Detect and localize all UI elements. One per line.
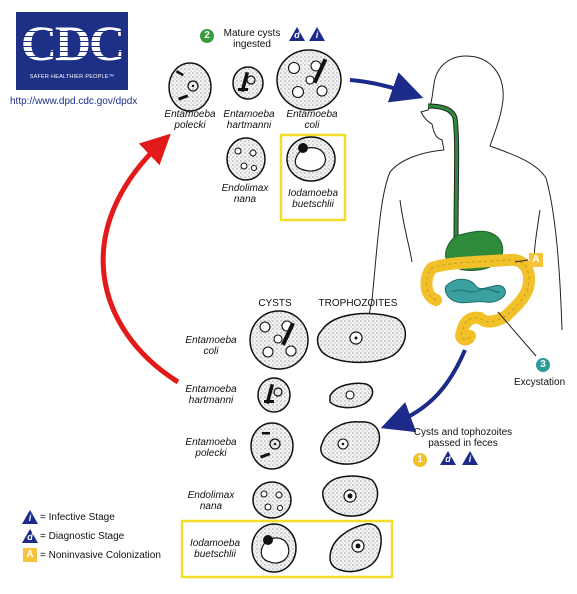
leader-a [514,259,529,263]
legend-infective-text: = Infective Stage [40,512,115,523]
diagnostic-stage-icon-step1: d [440,451,456,467]
step-1-circle: 1 [413,453,427,467]
step-2-circle: 2 [200,29,214,43]
trophozoite-entamoeba-coli [316,312,406,364]
small-intestine [444,278,506,304]
step-2-line1: Mature cysts [223,28,281,39]
step-2-line2: ingested [233,39,271,50]
legend-diagnostic-icon: d [22,529,38,545]
legend-colonization-text: = Noninvasive Colonization [40,550,161,561]
excretion-arrow [380,349,467,433]
colonization-marker: A [529,253,543,267]
cyst-top-entamoeba-coli [276,49,342,111]
step-3-text: Excystation [514,377,566,388]
infective-stage-icon: i [309,27,325,43]
step-1-text: Cysts and tophozoites passed in feces [413,427,513,449]
legend-infective-icon: i [22,510,38,526]
legend-diagnostic-text: = Diagnostic Stage [40,531,125,542]
trophozoite-endolimax-nana [321,475,379,517]
cycle-arrow-red [100,133,180,385]
infective-stage-icon-step1: i [462,451,478,467]
trophozoite-entamoeba-hartmanni [329,382,374,409]
cyst-top-entamoeba-polecki [168,62,212,112]
trophozoite-iodamoeba-buetschlii [329,523,382,573]
source-url[interactable]: http://www.dpd.cdc.gov/dpdx [10,96,138,107]
cdc-logo-tagline: SAFER·HEALTHIER·PEOPLE™ [29,74,115,80]
cyst-top-endolimax-nana [226,137,266,181]
cyst-endolimax-nana [252,481,292,519]
cyst-iodamoeba-buetschlii [251,523,297,573]
human-body-outline [365,55,563,331]
step-2-text: Mature cysts ingested [217,28,287,50]
legend-colonization-icon: A [23,548,37,562]
diagnostic-stage-icon: d [289,27,305,43]
ingestion-arrow [349,72,424,103]
legend: i = Infective Stage d = Diagnostic Stage… [22,508,192,568]
header-trophozoites: TROPHOZOITES [318,298,398,309]
cyst-entamoeba-coli [249,310,309,370]
trophozoite-entamoeba-polecki [320,421,381,465]
cyst-entamoeba-polecki [250,422,294,470]
step-3-circle: 3 [536,358,550,372]
cyst-top-iodamoeba-buetschlii [286,136,336,182]
header-cysts: CYSTS [258,298,292,309]
leader-excystation [497,311,537,357]
cyst-top-entamoeba-hartmanni [232,66,264,100]
cyst-entamoeba-hartmanni [257,377,291,413]
